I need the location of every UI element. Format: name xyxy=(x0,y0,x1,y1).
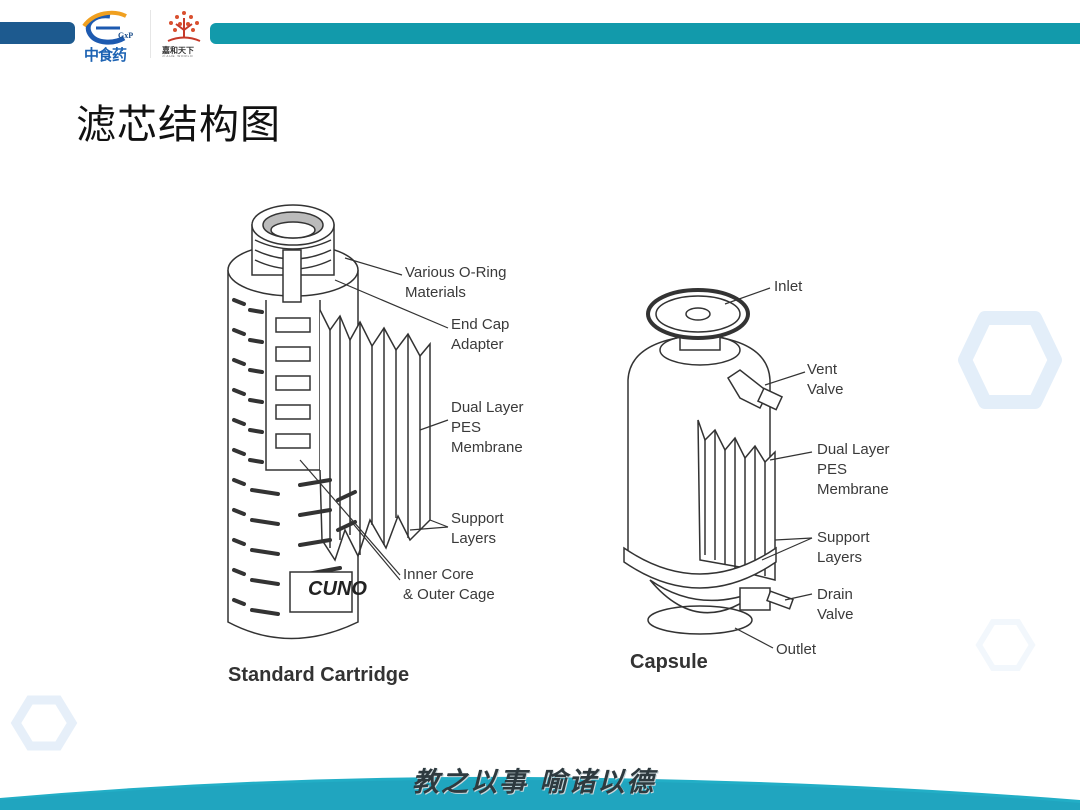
cuno-label-box xyxy=(289,571,353,613)
label-outlet: Outlet xyxy=(776,641,817,658)
label-inlet: Inlet xyxy=(774,278,803,295)
header-bar-left xyxy=(0,22,75,44)
hexagon-decor-small xyxy=(975,619,1036,671)
logo-gxp-text: GxP xyxy=(118,31,134,40)
header-bar-right xyxy=(210,23,1080,44)
logo-separator xyxy=(150,10,151,58)
logo-jiahe-icon xyxy=(167,11,201,42)
cuno-brand-label: CUNO xyxy=(308,578,367,600)
caption-capsule: Capsule xyxy=(630,651,708,673)
logo-zsy-icon xyxy=(82,10,127,45)
logo-jiahe-text: 嘉和天下 xyxy=(162,46,194,55)
logo-zsy-text: 中食药 xyxy=(84,47,127,64)
footer-motto: 教之以事 喻诸以德 xyxy=(412,767,656,798)
label-inner-core: Inner Core& Outer Cage xyxy=(403,566,495,603)
hexagon-decor-left xyxy=(10,695,78,751)
logo-jiahe-sub: JIAHE WORLD xyxy=(162,54,194,58)
hexagon-decor-large xyxy=(958,311,1062,409)
caption-standard-cartridge: Standard Cartridge xyxy=(228,664,410,686)
page-title: 滤芯结构图 xyxy=(76,102,281,148)
